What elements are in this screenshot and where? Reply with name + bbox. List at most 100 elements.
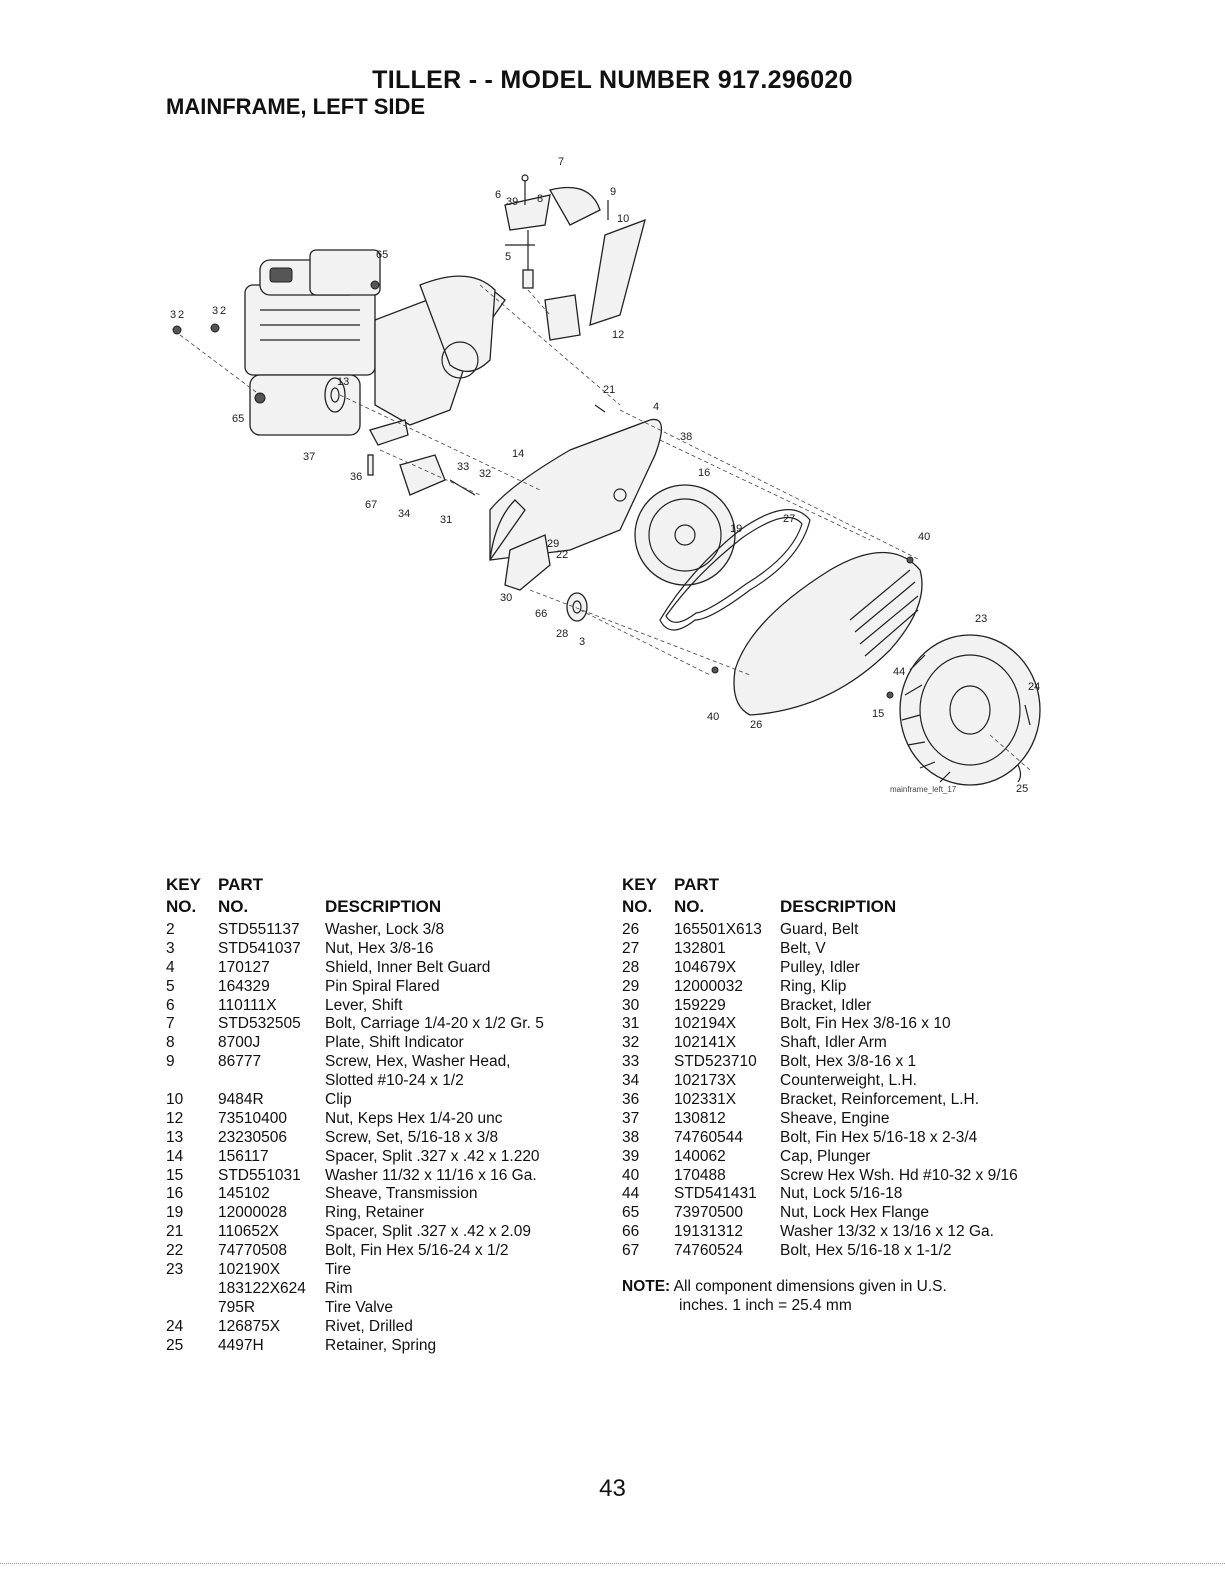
part-no-cell: STD523710 — [674, 1053, 757, 1071]
key-no-cell: 10 — [166, 1091, 184, 1109]
header-description: DESCRIPTION — [780, 897, 897, 916]
description-cell: Cap, Plunger — [780, 1147, 871, 1165]
callout-label: 22 — [556, 549, 568, 561]
key-no-cell: 5 — [166, 977, 175, 995]
key-no-cell: 30 — [622, 996, 640, 1014]
callout-labels: 7 6 39 8 9 10 5 65 12 3 2 3 2 13 21 4 65… — [170, 156, 1040, 795]
callout-label: 14 — [512, 448, 524, 460]
description-cell: Bolt, Hex 5/16-18 x 1-1/2 — [780, 1242, 952, 1260]
callout-label: 6 — [495, 189, 501, 201]
header-part: PART — [218, 875, 264, 894]
key-no-cell: 8 — [166, 1034, 175, 1052]
callout-label: 16 — [698, 467, 710, 479]
description-cell: Pulley, Idler — [780, 958, 860, 976]
callout-label: 4 — [653, 401, 659, 413]
description-cell: Nut, Lock 5/16-18 — [780, 1185, 903, 1203]
idler-pulley-drawing — [504, 534, 588, 622]
callout-label: 34 — [398, 508, 410, 520]
diagram-svg: 7 6 39 8 9 10 5 65 12 3 2 3 2 13 21 4 65… — [170, 156, 1041, 795]
table-row: 33 STD523710 Bolt, Hex 3/8-16 x 1 — [622, 1053, 1072, 1072]
description-cell: Tire Valve — [325, 1298, 394, 1316]
description-cell: Counterweight, L.H. — [780, 1072, 917, 1090]
key-no-cell: 37 — [622, 1109, 640, 1127]
description-cell: Guard, Belt — [780, 921, 859, 938]
key-no-cell: 33 — [622, 1053, 640, 1071]
engine-sheave-drawing — [324, 377, 346, 413]
part-no-cell: 12000028 — [218, 1204, 287, 1222]
part-no-cell: 164329 — [218, 977, 270, 995]
key-no-cell: 19 — [166, 1204, 184, 1222]
part-no-cell: 140062 — [674, 1147, 726, 1165]
key-no-cell: 4 — [166, 958, 175, 976]
callout-label: 65 — [232, 413, 244, 425]
description-cell: Nut, Hex 3/8-16 — [325, 939, 434, 957]
belt-guard-drawing — [733, 551, 923, 716]
explode-lines — [179, 284, 1031, 771]
counterweight-drawing — [369, 419, 446, 496]
part-no-cell: 4497H — [218, 1336, 264, 1354]
callout-label: 36 — [350, 471, 362, 483]
description-cell: Bolt, Fin Hex 5/16-18 x 2-3/4 — [780, 1128, 978, 1146]
callout-label: 32 — [479, 468, 491, 480]
frame-drawing — [374, 275, 506, 426]
key-no-cell: 65 — [622, 1204, 640, 1222]
description-cell: Slotted #10-24 x 1/2 — [325, 1072, 464, 1090]
description-cell: Screw, Hex, Washer Head, — [325, 1053, 511, 1071]
callout-label: 67 — [365, 499, 377, 511]
callout-label: 65 — [376, 249, 388, 261]
table-row: 19 12000028 Ring, Retainer — [166, 1204, 606, 1223]
key-no-cell: 26 — [622, 921, 640, 938]
table-header: KEY PART NO. NO. DESCRIPTION — [622, 875, 1072, 916]
part-no-cell: STD532505 — [218, 1015, 301, 1033]
part-no-cell: 104679X — [674, 958, 737, 976]
key-no-cell: 3 — [166, 939, 175, 957]
callout-label: 21 — [603, 384, 615, 396]
part-no-cell: 145102 — [218, 1185, 270, 1203]
callout-label: 3 — [212, 305, 218, 317]
callout-label: 31 — [440, 514, 452, 526]
callout-label: 27 — [783, 513, 795, 525]
callout-label: 30 — [500, 592, 512, 604]
description-cell: Washer 11/32 x 11/16 x 16 Ga. — [325, 1166, 537, 1184]
section-subtitle: MAINFRAME, LEFT SIDE — [166, 94, 426, 119]
key-no-cell: 6 — [166, 996, 175, 1014]
description-cell: Pin Spiral Flared — [325, 977, 440, 995]
callout-label: 40 — [707, 711, 719, 723]
key-no-cell: 2 — [166, 921, 175, 938]
description-cell: Ring, Retainer — [325, 1204, 425, 1222]
part-no-cell: STD551137 — [218, 921, 300, 938]
description-cell: Bolt, Hex 3/8-16 x 1 — [780, 1053, 917, 1071]
key-no-cell: 67 — [622, 1242, 640, 1260]
description-cell: Clip — [325, 1091, 352, 1109]
part-no-cell: 9484R — [218, 1091, 264, 1109]
part-no-cell: 132801 — [674, 939, 726, 957]
part-no-cell: STD541037 — [218, 939, 301, 957]
key-no-cell: 29 — [622, 977, 640, 995]
callout-label: 37 — [303, 451, 315, 463]
callout-label: 29 — [547, 538, 559, 550]
callout-label: 33 — [457, 461, 469, 473]
callout-label: 2 — [178, 309, 184, 321]
part-no-cell: 74770508 — [218, 1242, 287, 1260]
table-row: 3 STD541037 Nut, Hex 3/8-16 — [166, 940, 606, 959]
part-no-cell: 165501X613 — [674, 921, 762, 938]
